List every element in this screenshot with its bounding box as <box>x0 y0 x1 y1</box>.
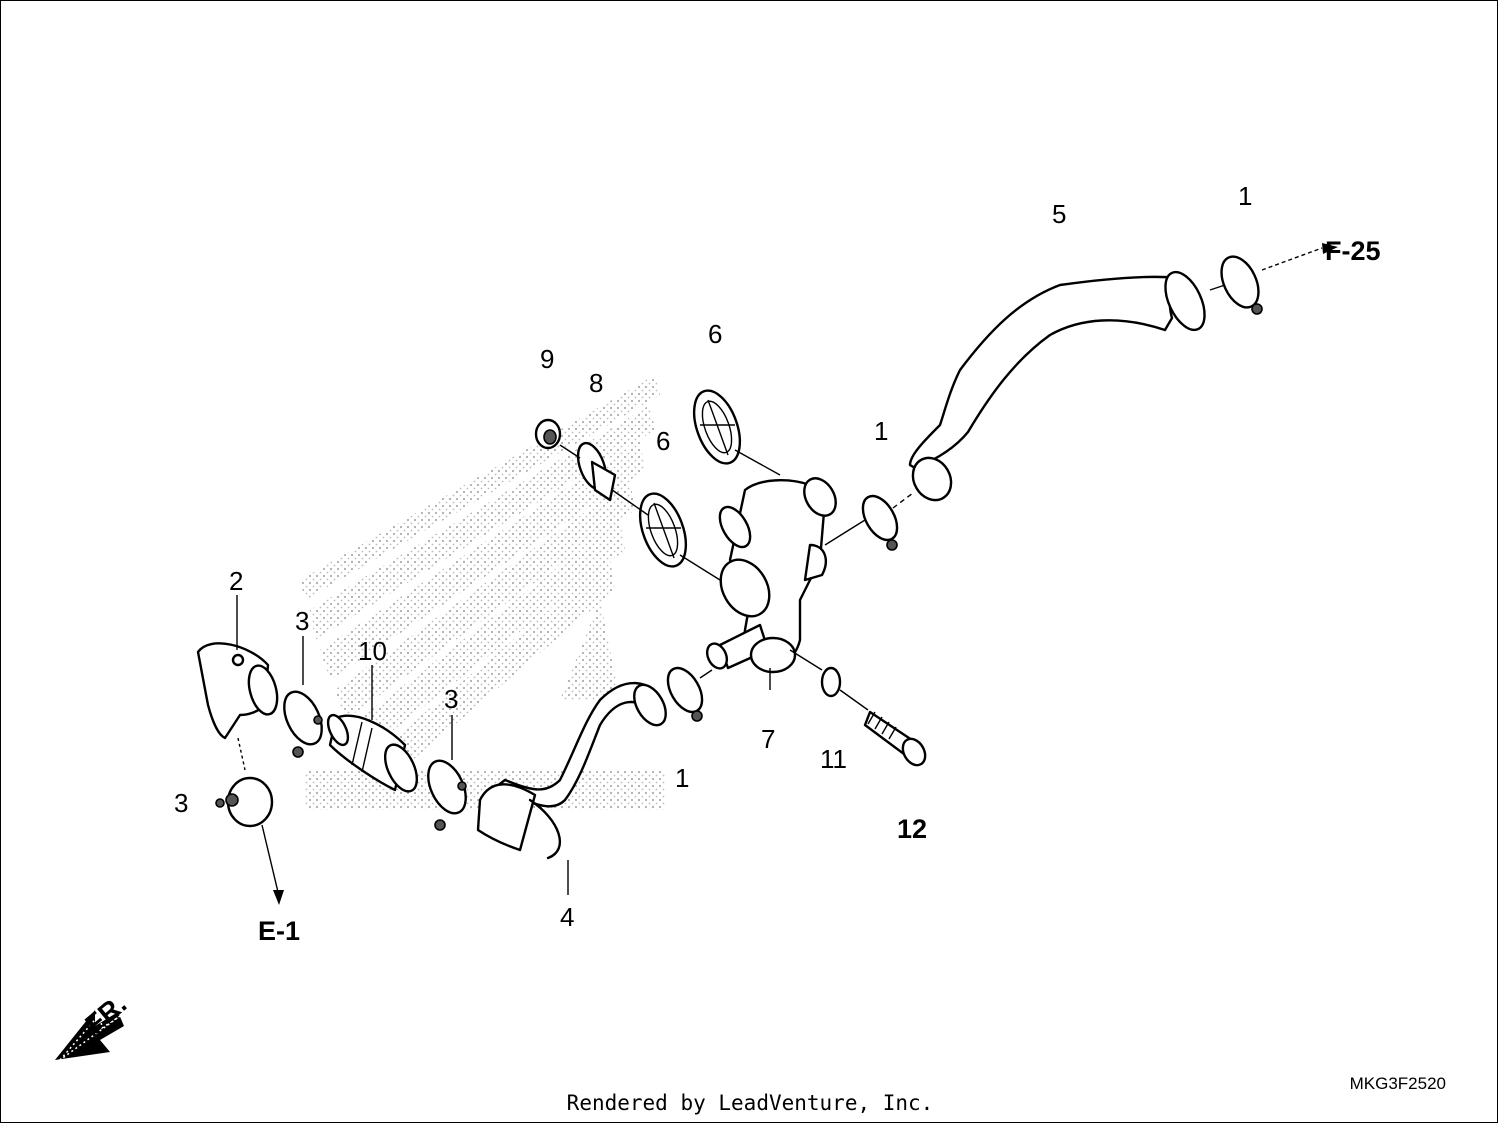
callout-9: 9 <box>540 344 554 374</box>
part-8-bleed-fitting[interactable] <box>573 439 617 502</box>
part-3-clamp-left[interactable] <box>277 686 330 758</box>
leader-line <box>679 554 721 581</box>
leader-line <box>892 492 914 509</box>
part-12-bolt[interactable] <box>863 710 930 769</box>
callout-3-left: 3 <box>295 606 309 636</box>
reference-label-f25[interactable]: F-25 <box>1325 236 1381 266</box>
part-1-clamp-middle[interactable] <box>856 490 904 551</box>
diagram-code: MKG3F2520 <box>1349 1074 1446 1093</box>
leader-line <box>789 649 823 671</box>
part-3-clamp-bottom[interactable] <box>215 776 274 828</box>
callout-11: 11 <box>820 744 847 774</box>
part-6-seal-top[interactable] <box>685 384 749 469</box>
front-direction-arrow-icon <box>55 1010 124 1061</box>
callout-12: 12 <box>897 814 927 844</box>
callout-10: 10 <box>358 636 387 666</box>
callout-8: 8 <box>589 368 603 398</box>
credit-text: Rendered by LeadVenture, Inc. <box>566 1091 934 1115</box>
callout-6-top: 6 <box>708 319 722 349</box>
callout-2: 2 <box>229 566 243 596</box>
callout-7: 7 <box>761 724 775 754</box>
callout-1-middle: 1 <box>874 416 888 446</box>
callout-6-middle: 6 <box>656 426 670 456</box>
part-3-clamp-right[interactable] <box>421 755 474 831</box>
arrow-head-icon <box>273 890 284 905</box>
watermark-wing-logo <box>300 375 665 810</box>
callout-1-top-right: 1 <box>1238 181 1252 211</box>
reference-label-e1[interactable]: E-1 <box>258 916 300 946</box>
part-1-clamp-top-right[interactable] <box>1214 251 1266 315</box>
part-5-upper-hose[interactable] <box>905 266 1212 507</box>
reference-arrow-e1 <box>261 824 279 893</box>
callout-4: 4 <box>560 902 574 932</box>
callout-3-right: 3 <box>444 684 458 714</box>
leader-line <box>699 669 713 679</box>
leader-line <box>824 519 866 546</box>
part-7-thermostat-housing[interactable] <box>703 473 842 674</box>
part-1-clamp-lower[interactable] <box>661 662 709 722</box>
part-11-washer[interactable] <box>820 666 842 698</box>
leader-line <box>559 444 581 459</box>
leader-line <box>1209 284 1226 291</box>
leader-line <box>237 737 246 771</box>
callout-5: 5 <box>1052 199 1066 229</box>
reference-arrow-f25 <box>1261 247 1323 271</box>
part-2-elbow[interactable] <box>196 642 282 740</box>
part-4-lower-hose[interactable] <box>476 679 672 860</box>
leader-line <box>734 449 781 476</box>
callout-3-bottom: 3 <box>174 788 188 818</box>
part-6-seal-middle[interactable] <box>631 487 695 572</box>
part-9-nut[interactable] <box>534 418 562 450</box>
callout-1-lower: 1 <box>675 763 689 793</box>
leader-line <box>839 689 869 711</box>
arrow-head-icon <box>1322 243 1338 254</box>
part-10-joint-pipe[interactable] <box>324 712 423 796</box>
